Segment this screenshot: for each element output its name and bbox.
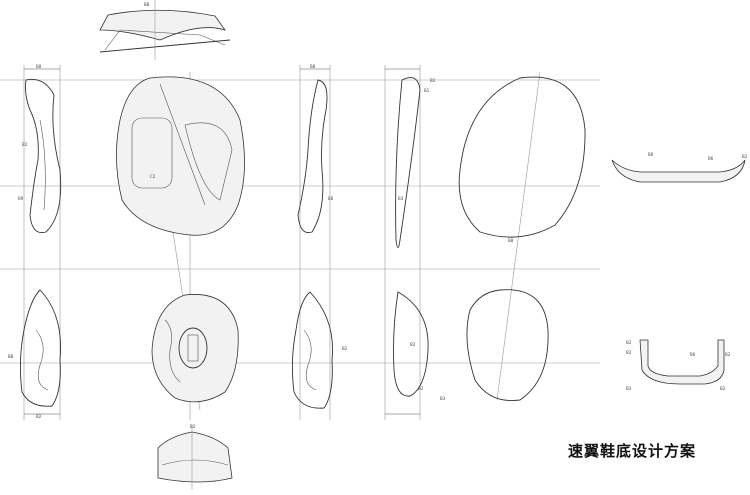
svg-text:B2: B2 <box>626 340 632 345</box>
profile-view-upper: B2 B1 B3 <box>385 68 436 248</box>
side-view-left-lower: B2 B8 <box>8 289 61 419</box>
svg-text:B2: B2 <box>626 350 632 355</box>
heel-bottom-view <box>151 294 239 403</box>
svg-text:B6: B6 <box>708 156 714 161</box>
svg-text:B2: B2 <box>742 154 748 159</box>
svg-text:B2: B2 <box>342 346 348 351</box>
svg-text:B8: B8 <box>144 2 150 7</box>
svg-text:B3: B3 <box>440 396 446 401</box>
svg-text:B8: B8 <box>36 64 42 69</box>
svg-text:B2: B2 <box>22 142 28 147</box>
svg-text:B6: B6 <box>690 352 696 357</box>
svg-text:B2: B2 <box>190 424 196 429</box>
svg-text:B1: B1 <box>424 88 430 93</box>
cross-section-b: B2 B2 B6 B2 B3 B2 <box>626 339 731 391</box>
svg-text:B6: B6 <box>648 152 654 157</box>
svg-text:B2: B2 <box>725 352 731 357</box>
svg-text:B3: B3 <box>398 196 404 201</box>
bottom-section-view: B2 <box>157 424 233 490</box>
svg-text:B2: B2 <box>36 414 42 419</box>
svg-text:B2: B2 <box>410 342 416 347</box>
side-view-left-upper: B8 B2 B9 <box>18 64 62 234</box>
svg-text:B8: B8 <box>8 354 14 359</box>
top-section-view: B8 <box>99 0 231 60</box>
svg-text:B9: B9 <box>18 196 24 201</box>
svg-text:B8: B8 <box>508 238 514 243</box>
side-view-right-upper: B8 B6 <box>297 64 334 234</box>
svg-text:B2: B2 <box>720 386 726 391</box>
sheet-title: 速翼鞋底设计方案 <box>568 442 697 460</box>
insole-outline-view: B8 <box>458 76 586 402</box>
svg-text:B2: B2 <box>418 386 424 391</box>
profile-view-lower: B2 B2 B3 <box>385 291 446 415</box>
svg-text:B3: B3 <box>626 386 632 391</box>
svg-text:B6: B6 <box>328 196 334 201</box>
side-view-right-lower: B2 <box>291 291 348 409</box>
svg-text:B8: B8 <box>310 64 316 69</box>
svg-text:C2: C2 <box>150 174 156 179</box>
outsole-bottom-view: C2 <box>116 76 245 236</box>
cross-section-a: B6 B6 B2 <box>611 152 748 183</box>
svg-text:B2: B2 <box>430 78 436 83</box>
